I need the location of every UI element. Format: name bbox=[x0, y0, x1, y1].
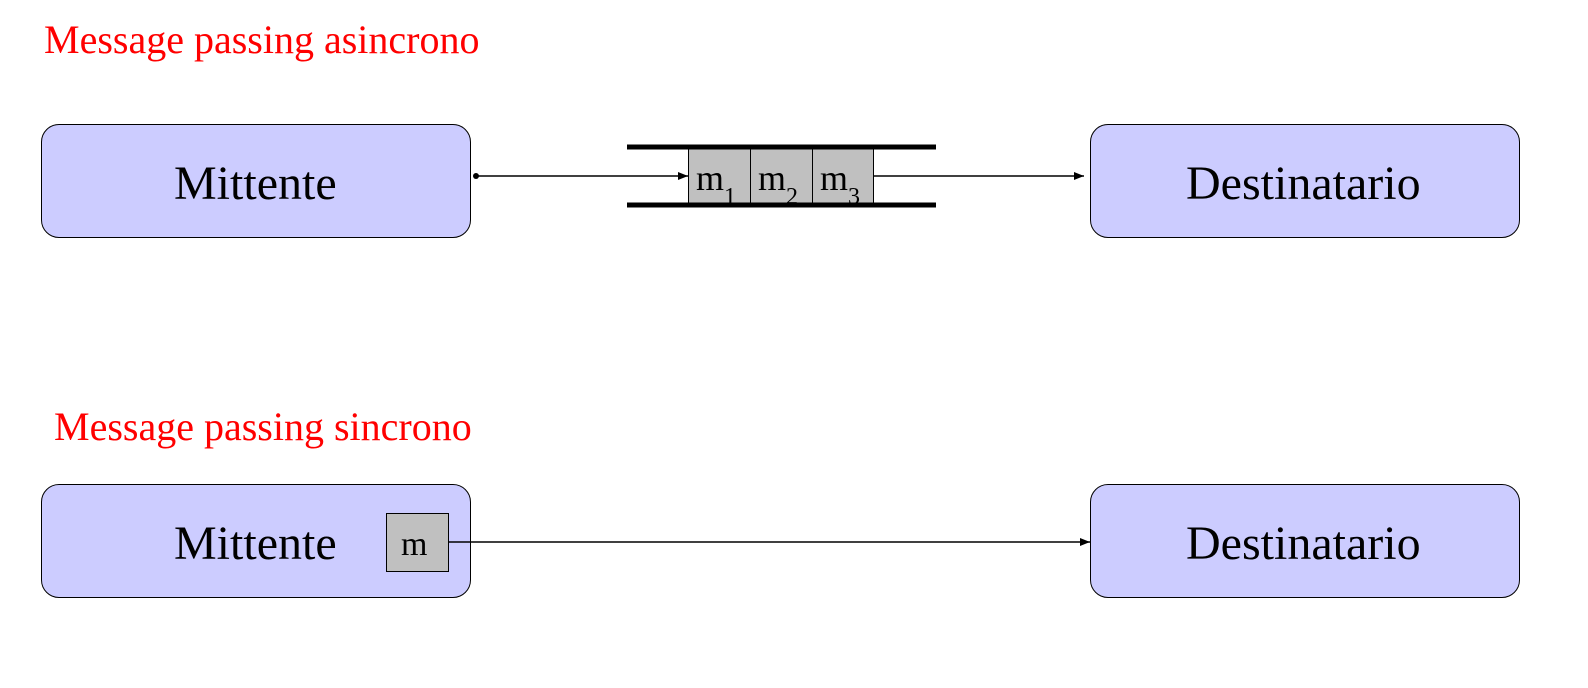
async-sender-box bbox=[41, 124, 471, 238]
sync-message-label: m bbox=[401, 526, 428, 563]
async-title: Message passing asincrono bbox=[44, 17, 480, 62]
async-receiver-box bbox=[1090, 124, 1520, 238]
sync-receiver-box bbox=[1090, 484, 1520, 598]
queue-message-1-base: m bbox=[696, 158, 725, 198]
sync-title: Message passing sincrono bbox=[54, 404, 472, 449]
async-sender-label: Mittente bbox=[174, 157, 337, 210]
async-receiver-label: Destinatario bbox=[1186, 157, 1421, 210]
sync-message-cell bbox=[386, 513, 449, 572]
sync-sender-label: Mittente bbox=[174, 517, 337, 570]
queue-message-2-base: m bbox=[758, 158, 787, 198]
queue-message-3-base: m bbox=[820, 158, 849, 198]
queue-cell-2 bbox=[750, 146, 813, 205]
sync-receiver-label: Destinatario bbox=[1186, 517, 1421, 570]
